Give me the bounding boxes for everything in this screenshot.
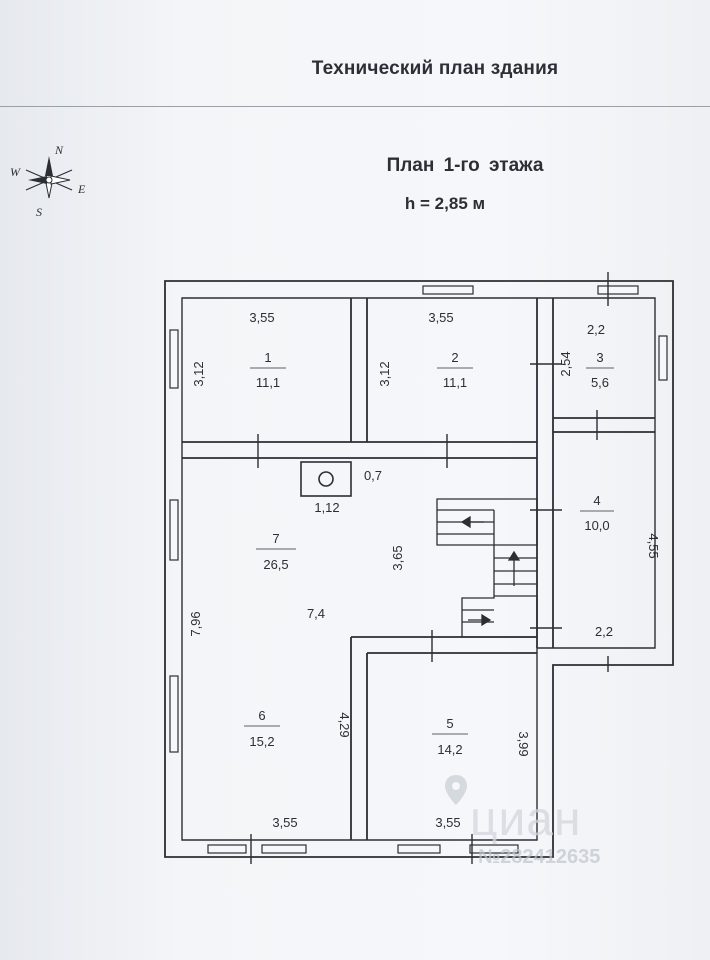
door-marks [250, 272, 609, 864]
svg-text:10,0: 10,0 [584, 518, 609, 533]
svg-text:11,1: 11,1 [256, 375, 280, 390]
dim-chimney-front: 1,12 [314, 500, 339, 515]
compass-south: S [36, 205, 42, 219]
watermark-id: №282412635 [478, 846, 601, 868]
svg-text:2: 2 [451, 350, 458, 365]
svg-text:1: 1 [264, 350, 271, 365]
document-title: Технический план здания [311, 58, 559, 79]
room-2-label: 2 11,1 [437, 350, 473, 390]
svg-text:4: 4 [593, 493, 600, 508]
svg-text:15,2: 15,2 [249, 734, 274, 749]
svg-text:3: 3 [596, 350, 603, 365]
window-room3-top [597, 285, 639, 295]
compass-west: W [10, 165, 21, 179]
dim-room2-width: 3,55 [428, 310, 453, 325]
room-labels: 1 11,1 2 11,1 3 5,6 4 10,0 5 14,2 6 15,2 [244, 350, 614, 757]
location-pin-icon [445, 775, 467, 805]
dim-room4-width: 2,2 [595, 624, 613, 639]
window-room3-side [658, 335, 668, 381]
window-room6-bottom-a [207, 844, 247, 854]
dim-room4-depth: 4,55 [646, 533, 661, 558]
dim-room1-depth: 3,12 [191, 361, 206, 386]
svg-text:5: 5 [446, 716, 453, 731]
compass-rose-icon: N S W E [10, 143, 86, 219]
dim-hall-depth: 3,65 [390, 545, 405, 570]
room-1-label: 1 11,1 [250, 350, 286, 390]
walls [164, 280, 674, 858]
window-room5-bottom-a [397, 844, 441, 854]
svg-text:14,2: 14,2 [437, 742, 462, 757]
dim-room5-depth: 3,99 [516, 731, 531, 756]
dim-chimney-side: 0,7 [364, 468, 382, 483]
room-3-label: 3 5,6 [586, 350, 614, 390]
window-hall [169, 499, 179, 561]
room-7-label: 7 26,5 [256, 531, 296, 572]
floor-title: План 1-го этажа [386, 155, 544, 176]
svg-text:26,5: 26,5 [263, 557, 288, 572]
windows [169, 285, 668, 854]
svg-text:11,1: 11,1 [443, 375, 467, 390]
dim-left-wall: 7,96 [188, 611, 203, 636]
room-6-label: 6 15,2 [244, 708, 280, 749]
dim-room5-width: 3,55 [435, 815, 460, 830]
dim-room6-depth: 4,29 [337, 712, 352, 737]
ceiling-height-label: h = 2,85 м [404, 194, 486, 213]
staircase-icon [436, 498, 538, 638]
dim-room3-depth: 2,54 [558, 351, 573, 376]
room-4-label: 4 10,0 [580, 493, 614, 533]
svg-text:5,6: 5,6 [591, 375, 609, 390]
chimney-icon [300, 461, 352, 497]
title-divider [0, 106, 710, 107]
window-room6-bottom-b [261, 844, 307, 854]
room-5-label: 5 14,2 [432, 716, 468, 757]
dimension-labels: 3,55 3,12 3,55 3,12 2,2 2,54 0,7 1,12 3,… [188, 310, 661, 830]
svg-text:7: 7 [272, 531, 279, 546]
svg-text:6: 6 [258, 708, 265, 723]
watermark-brand: циан [470, 793, 582, 846]
compass-north: N [54, 143, 64, 157]
dim-room6-width: 3,55 [272, 815, 297, 830]
compass-east: E [77, 182, 86, 196]
dim-room2-depth: 3,12 [377, 361, 392, 386]
window-room5-bottom-b [469, 844, 519, 854]
window-room2 [422, 285, 474, 295]
dim-room3-width: 2,2 [587, 322, 605, 337]
dim-room1-width: 3,55 [249, 310, 274, 325]
window-room1 [169, 329, 179, 389]
dim-hall-length: 7,4 [307, 606, 325, 621]
window-room6-side [169, 675, 179, 753]
